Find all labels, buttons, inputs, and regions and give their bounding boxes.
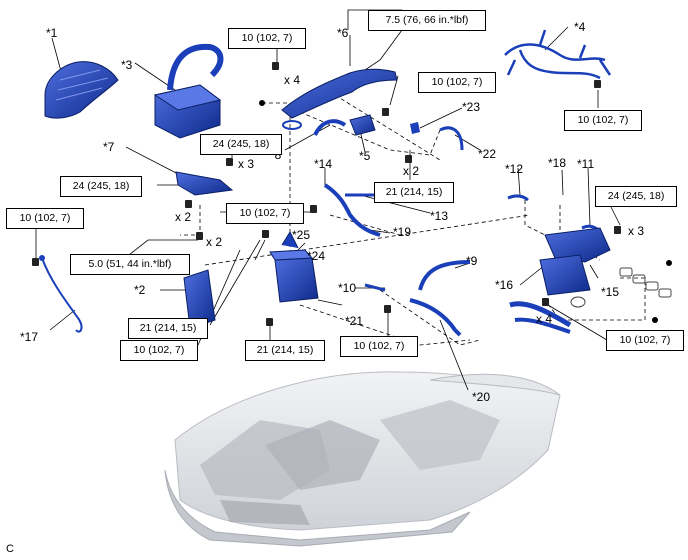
part-manifold [509, 227, 611, 334]
callout-12: *12 [505, 162, 524, 176]
quantity-label: x 4 [284, 73, 301, 87]
torque-box: 10 (102, 7) [6, 208, 84, 229]
torque-box: 21 (214, 15) [374, 182, 454, 203]
callout-18: *18 [548, 156, 567, 170]
quantity-label: x 3 [238, 157, 255, 171]
callout-3: *3 [121, 58, 133, 72]
quantity-label: x 2 [403, 164, 420, 178]
torque-box: 21 (214, 15) [245, 340, 325, 361]
quantity-label: x 2 [206, 235, 223, 249]
torque-box: 10 (102, 7) [340, 336, 418, 357]
part-air-cleaner [153, 43, 224, 139]
torque-box: 10 (102, 7) [564, 110, 642, 131]
bolts [32, 62, 621, 326]
callout-7: *7 [103, 140, 115, 154]
part-intake-duct [281, 68, 398, 119]
vehicle-engine-bay [164, 371, 561, 547]
quantity-label: x 4 [536, 312, 553, 326]
callout-11: *11 [577, 157, 595, 171]
callout-24: *24 [307, 249, 326, 263]
callout-13: *13 [430, 209, 449, 223]
torque-box: 10 (102, 7) [228, 28, 306, 49]
torque-box: 24 (245, 18) [200, 134, 282, 155]
guide-lines [180, 94, 646, 346]
callout-9: *9 [466, 254, 478, 268]
callout-22: *22 [478, 147, 497, 161]
torque-box: 10 (102, 7) [120, 340, 198, 361]
torque-box: 24 (245, 18) [60, 176, 142, 197]
part-cover [183, 269, 216, 329]
callout-10: *10 [338, 281, 357, 295]
callout-19: *19 [393, 225, 412, 239]
figure-ref: C [6, 543, 14, 555]
quantity-label: x 2 [175, 210, 192, 224]
callout-25: *25 [292, 228, 311, 242]
callout-5: *5 [359, 149, 371, 163]
callout-23: *23 [462, 100, 481, 114]
torque-box: 10 (102, 7) [606, 330, 684, 351]
torque-box: 10 (102, 7) [418, 72, 496, 93]
part-canister [274, 257, 319, 303]
torque-box: 24 (245, 18) [595, 186, 677, 207]
leader-lines [35, 9, 621, 391]
callout-17: *17 [20, 330, 39, 344]
callout-2: *2 [134, 283, 146, 297]
part-bracket [175, 171, 234, 196]
callout-14: *14 [314, 157, 333, 171]
callout-8: *8 [270, 148, 282, 162]
torque-box: 21 (214, 15) [128, 318, 208, 339]
part-wire-harness [504, 29, 612, 80]
callout-4: *4 [574, 20, 586, 34]
callout-20: *20 [472, 390, 491, 404]
callout-15: *15 [601, 285, 620, 299]
part-gaskets [570, 267, 672, 308]
callout-16: *16 [495, 278, 514, 292]
part-engine-cover [44, 61, 119, 119]
callout-21: *21 [345, 314, 364, 328]
quantity-label: x 3 [628, 224, 645, 238]
torque-box: 10 (102, 7) [226, 203, 304, 224]
torque-box: 7.5 (76, 66 in.*lbf) [368, 10, 486, 31]
callout-1: *1 [46, 26, 58, 40]
callout-6: *6 [337, 26, 349, 40]
torque-box: 5.0 (51, 44 in.*lbf) [70, 254, 190, 275]
